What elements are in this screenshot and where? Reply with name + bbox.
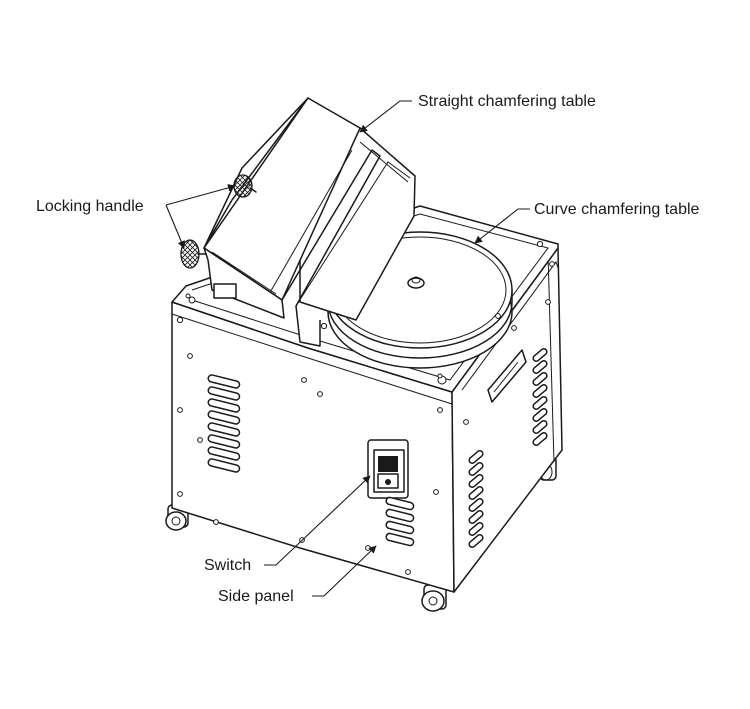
label-locking-handle: Locking handle [36, 198, 144, 215]
caster-front-right [421, 584, 447, 612]
switch [367, 439, 409, 499]
label-side-panel: Side panel [218, 588, 294, 605]
machine-illustration [165, 97, 563, 612]
front-vents-right [385, 496, 415, 547]
front-vents-left [207, 374, 241, 473]
side-vents-rear [532, 348, 548, 446]
panel-screws [176, 240, 555, 575]
label-curve-chamfering-table: Curve chamfering table [534, 201, 700, 218]
straight-chamfering-table [203, 97, 416, 347]
callout-leaders [165, 100, 530, 597]
label-switch: Switch [204, 557, 251, 574]
label-straight-chamfering-table: Straight chamfering table [418, 93, 596, 110]
side-vents-front [468, 450, 484, 548]
locking-handle-upper [233, 174, 257, 198]
carry-handle [487, 349, 527, 403]
locking-handle-lower [180, 239, 207, 269]
